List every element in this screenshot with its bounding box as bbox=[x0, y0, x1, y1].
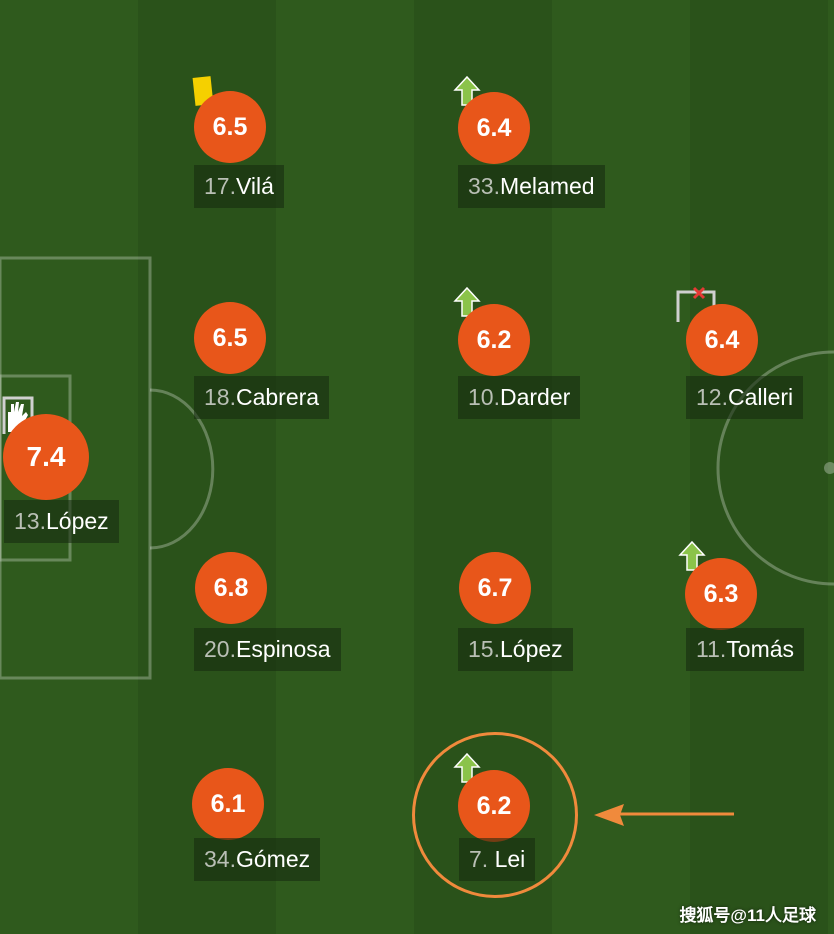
pointer-arrow-icon bbox=[594, 804, 734, 826]
player-card[interactable]: 6.4 33.Melamed bbox=[453, 75, 627, 215]
player-rating: 6.3 bbox=[685, 558, 757, 630]
player-rating: 6.5 bbox=[194, 91, 266, 163]
player-card[interactable]: 6.3 11.Tomás bbox=[678, 536, 834, 676]
penalty-arc bbox=[149, 388, 215, 550]
center-circle bbox=[716, 350, 834, 586]
player-rating: 6.1 bbox=[192, 768, 264, 840]
player-card[interactable]: 6.2 10.Darder bbox=[453, 286, 627, 426]
player-name-label: 18.Cabrera bbox=[194, 376, 330, 419]
player-rating: 6.8 bbox=[195, 552, 267, 624]
player-card[interactable]: 6.4 12.Calleri bbox=[676, 286, 834, 426]
penalty-area bbox=[0, 256, 152, 680]
player-rating: 6.4 bbox=[458, 92, 530, 164]
watermark: 搜狐号@11人足球 bbox=[679, 906, 816, 925]
player-rating: 6.7 bbox=[459, 552, 531, 624]
player-rating: 6.4 bbox=[686, 304, 758, 376]
player-rating: 6.5 bbox=[194, 302, 266, 374]
player-name-label: 34.Gómez bbox=[194, 838, 321, 881]
player-card[interactable]: 6.1 34.Gómez bbox=[192, 752, 362, 892]
highlight-circle bbox=[412, 732, 578, 898]
player-card-goalkeeper[interactable]: 7.4 13.López bbox=[2, 396, 172, 543]
player-name-label: 20.Espinosa bbox=[194, 628, 341, 671]
sub-in-arrow-icon bbox=[678, 540, 706, 571]
player-card[interactable]: 6.7 15.López bbox=[457, 536, 627, 676]
center-spot bbox=[824, 462, 834, 474]
player-name-label: 15.López bbox=[458, 628, 573, 671]
player-rating: 6.2 bbox=[458, 304, 530, 376]
player-card[interactable]: 6.5 17.Vilá bbox=[192, 75, 362, 215]
player-name-label: 17.Vilá bbox=[194, 165, 284, 208]
player-card[interactable]: 6.8 20.Espinosa bbox=[192, 536, 362, 676]
player-card[interactable]: 6.5 18.Cabrera bbox=[192, 286, 362, 426]
player-name-label: 13.López bbox=[4, 500, 119, 543]
player-name-label: 10.Darder bbox=[458, 376, 581, 419]
player-name-label: 11.Tomás bbox=[686, 628, 805, 671]
player-name-label: 33.Melamed bbox=[458, 165, 605, 208]
player-name-label: 12.Calleri bbox=[686, 376, 804, 419]
player-rating: 7.4 bbox=[3, 414, 89, 500]
